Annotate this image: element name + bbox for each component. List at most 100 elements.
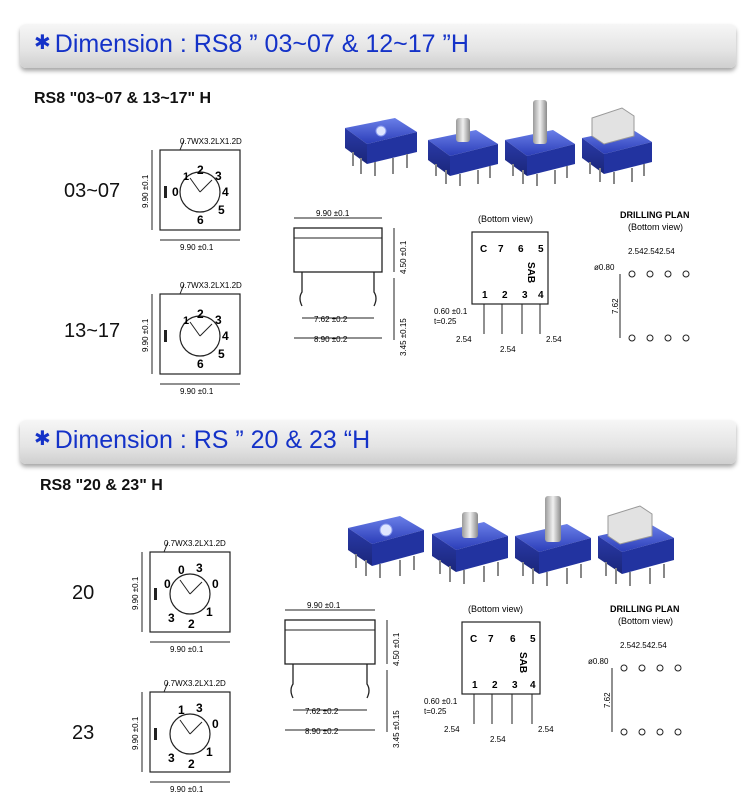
body-height-dimension: 4.50 ±0.1 (392, 632, 401, 666)
dial-digit: 1 (183, 171, 189, 183)
section2-banner: ✱Dimension : RS ” 20 & 23 “H (20, 420, 736, 464)
section1-drawings: 2 1 3 4 5 6 0 0.7WX3.2LX1.2D 9.90 ±0.1 9… (141, 100, 690, 396)
section1-subtitle: RS8 "03~07 & 13~17" H (34, 90, 212, 107)
dial-digit: 0 (178, 563, 185, 577)
pin-thickness-dimension: t=0.25 (434, 317, 457, 326)
dial-digit: 2 (197, 163, 204, 177)
dial-digit: 1 (178, 703, 185, 717)
outer-span-dimension: 8.90 ±0.2 (305, 727, 339, 736)
bottom-view-diagram: (Bottom view) C 7 6 5 1 2 3 4 SAB 0.60 ±… (424, 604, 554, 744)
shaft-dimension: 0.7WX3.2LX1.2D (164, 679, 226, 688)
dial-digit: 2 (188, 757, 195, 771)
pin-span-dimension: 7.62 ±0.2 (305, 707, 339, 716)
pitch-dimension: 2.54 (546, 335, 562, 344)
drill-diameter-dimension: ø0.80 (588, 657, 609, 666)
dial-digit: 1 (206, 745, 213, 759)
pin-label: 5 (530, 634, 536, 645)
dial-digit: 4 (222, 185, 229, 199)
shaft-dimension: 0.7WX3.2LX1.2D (180, 137, 242, 146)
section1-banner-title: Dimension : RS8 ” 03~07 & 12~17 ”H (54, 30, 469, 58)
side-width-dimension: 9.90 ±0.1 (316, 209, 350, 218)
pitch-dimension: 2.54 (538, 725, 554, 734)
pin-label: 1 (482, 290, 488, 301)
dial-digit: 5 (218, 203, 225, 217)
dial-digit: 3 (215, 313, 222, 327)
drilling-plan-title: DRILLING PLAN (610, 604, 680, 614)
pin-label: C (470, 634, 477, 645)
side-view-diagram: 9.90 ±0.1 4.50 ±0.1 3.45 ±0.15 7.62 ±0.2… (293, 209, 408, 356)
pin-label: 2 (502, 290, 508, 301)
top-view-diagram: 2 1 3 4 5 6 0 0.7WX3.2LX1.2D 9.90 ±0.1 9… (141, 137, 242, 252)
dial-digit: 3 (168, 751, 175, 765)
drill-pitch-dimension: 2.542.542.54 (620, 641, 667, 650)
height-dimension: 9.90 ±0.1 (131, 576, 140, 610)
shaft-dimension: 0.7WX3.2LX1.2D (180, 281, 242, 290)
dial-digit: 3 (215, 169, 222, 183)
section1-range-label-2: 13~17 (64, 320, 121, 342)
dial-digit: 0 (212, 577, 219, 591)
switch-photo (348, 516, 424, 578)
outer-span-dimension: 8.90 ±0.2 (314, 335, 348, 344)
dial-digit: 6 (197, 357, 204, 371)
dial-digit: 6 (197, 213, 204, 227)
pin-label: 6 (510, 634, 516, 645)
pin-label: 1 (472, 680, 478, 691)
pin-label: 4 (538, 290, 544, 301)
switch-photo (432, 512, 508, 584)
shaft-dimension: 0.7WX3.2LX1.2D (164, 539, 226, 548)
bottom-view-diagram: (Bottom view) C 7 6 5 1 2 3 4 SAB 0.60 ±… (434, 214, 562, 354)
section2-range-label-1: 20 (72, 582, 95, 604)
bottom-view-title: (Bottom view) (478, 214, 533, 224)
drilling-plan-subtitle: (Bottom view) (618, 616, 673, 626)
section2-subtitle: RS8 "20 & 23" H (40, 477, 163, 494)
pin-label: 3 (522, 290, 528, 301)
pin-label: 5 (538, 244, 544, 255)
star-bullet-icon: ✱ (34, 428, 51, 450)
pin-label: 7 (488, 634, 494, 645)
pin-span-dimension: 7.62 ±0.2 (314, 315, 348, 324)
star-bullet-icon: ✱ (34, 32, 51, 54)
drilling-plan-title: DRILLING PLAN (620, 210, 690, 220)
pin-width-dimension: 0.60 ±0.1 (434, 307, 468, 316)
pin-label: 7 (498, 244, 504, 255)
sab-marking: SAB (517, 652, 528, 673)
width-dimension: 9.90 ±0.1 (180, 387, 214, 396)
dial-digit: 1 (206, 605, 213, 619)
side-view-diagram: 9.90 ±0.1 4.50 ±0.1 3.45 ±0.15 7.62 ±0.2… (284, 601, 401, 748)
pin-label: 2 (492, 680, 498, 691)
section1-banner: ✱Dimension : RS8 ” 03~07 & 12~17 ”H (20, 24, 736, 68)
switch-photo (505, 100, 575, 186)
width-dimension: 9.90 ±0.1 (170, 645, 204, 654)
drill-diameter-dimension: ø0.80 (594, 263, 615, 272)
switch-photo (582, 107, 652, 184)
dial-digit: 3 (168, 611, 175, 625)
switch-photo (515, 496, 591, 586)
drilling-plan-diagram: DRILLING PLAN (Bottom view) 2.542.542.54… (588, 604, 682, 736)
switch-photo (598, 505, 674, 586)
top-view-diagram: 1 3 0 1 2 3 0.7WX3.2LX1.2D 9.90 ±0.1 9.9… (131, 679, 231, 794)
pin-width-dimension: 0.60 ±0.1 (424, 697, 458, 706)
pin-label: C (480, 244, 487, 255)
drilling-plan-diagram: DRILLING PLAN (Bottom view) 2.542.542.54… (594, 210, 690, 342)
dial-digit: 0 (164, 577, 171, 591)
dial-digit: 2 (188, 617, 195, 631)
width-dimension: 9.90 ±0.1 (170, 785, 204, 794)
pin-thickness-dimension: t=0.25 (424, 707, 447, 716)
body-height-dimension: 4.50 ±0.1 (399, 240, 408, 274)
section2-banner-title: Dimension : RS ” 20 & 23 “H (54, 426, 371, 454)
drill-row-dimension: 7.62 (611, 298, 620, 314)
pitch-dimension: 2.54 (444, 725, 460, 734)
pin-height-dimension: 3.45 ±0.15 (392, 710, 401, 748)
section1-range-label-1: 03~07 (64, 180, 121, 202)
dial-digit: 3 (196, 701, 203, 715)
switch-photo (428, 118, 498, 186)
drill-pitch-dimension: 2.542.542.54 (628, 247, 675, 256)
pitch-dimension: 2.54 (490, 735, 506, 744)
sab-marking: SAB (525, 262, 536, 283)
pitch-dimension: 2.54 (456, 335, 472, 344)
switch-photo (345, 118, 417, 176)
bottom-view-title: (Bottom view) (468, 604, 523, 614)
dial-digit: 2 (197, 307, 204, 321)
width-dimension: 9.90 ±0.1 (180, 243, 214, 252)
dial-digit: 1 (183, 315, 189, 327)
